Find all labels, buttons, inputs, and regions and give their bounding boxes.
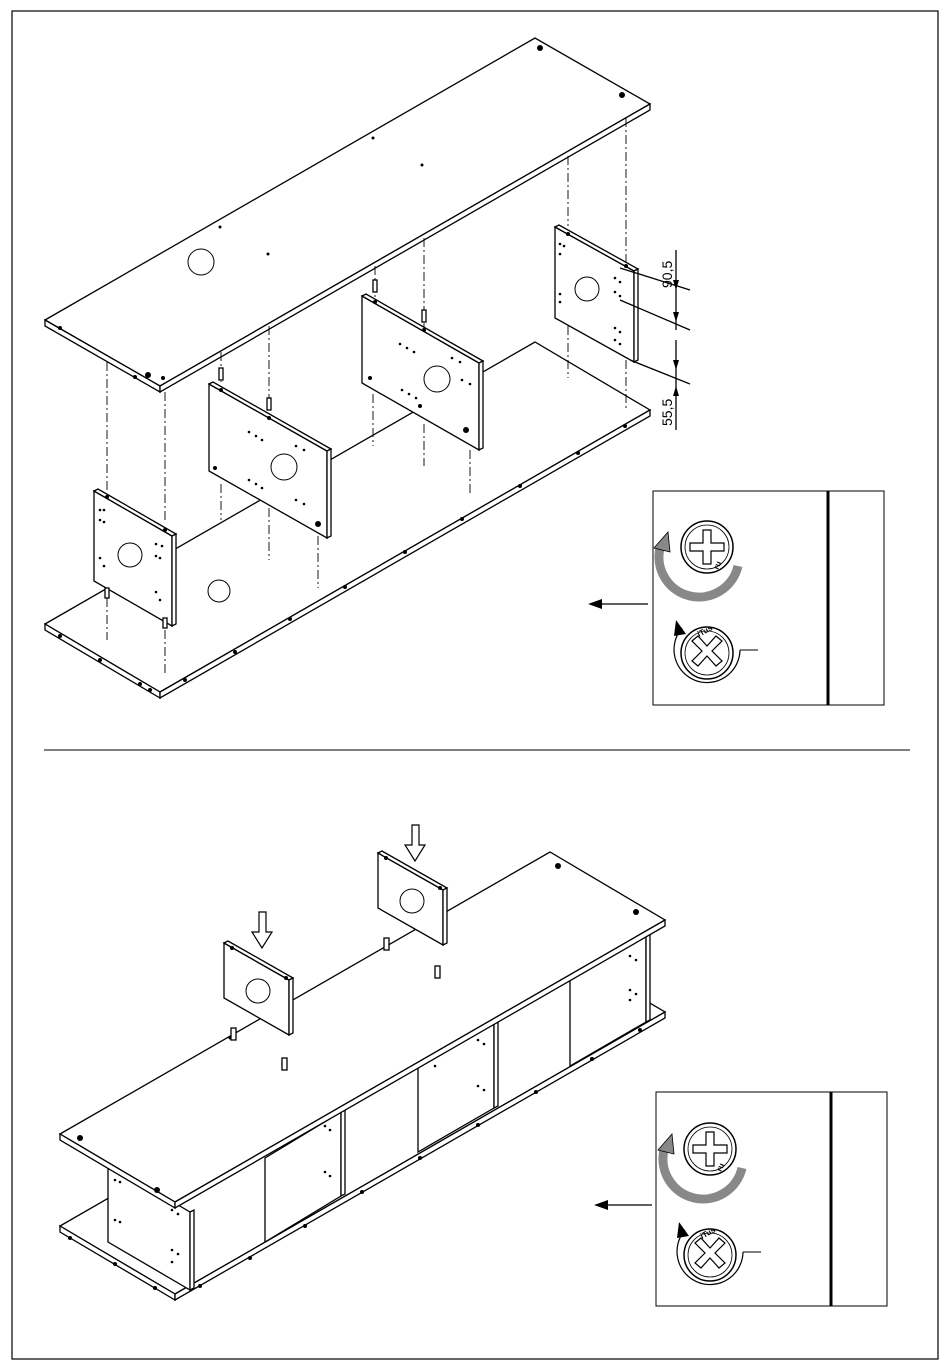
step2-assembled-view: ru iTus <box>60 825 887 1306</box>
press-down-arrow-icon <box>252 912 272 948</box>
step1-exploded-view: 90,5 55,5 ru <box>45 38 884 705</box>
cam-lock-unlocked-icon: ru <box>681 521 733 573</box>
cam-lock-unlocked-icon: ru <box>684 1123 736 1175</box>
arrow-left-icon <box>594 1200 652 1210</box>
dimension-lower: 55,5 <box>659 399 675 426</box>
press-down-arrow-icon <box>405 825 425 861</box>
step1-top-panel <box>45 38 650 392</box>
dimension-upper: 90,5 <box>659 261 675 288</box>
step1-cam-lock-detail-box: ru iTus <box>653 491 884 705</box>
arrow-left-icon <box>588 599 648 609</box>
step2-cam-lock-detail-box: ru iTus <box>656 1092 887 1306</box>
